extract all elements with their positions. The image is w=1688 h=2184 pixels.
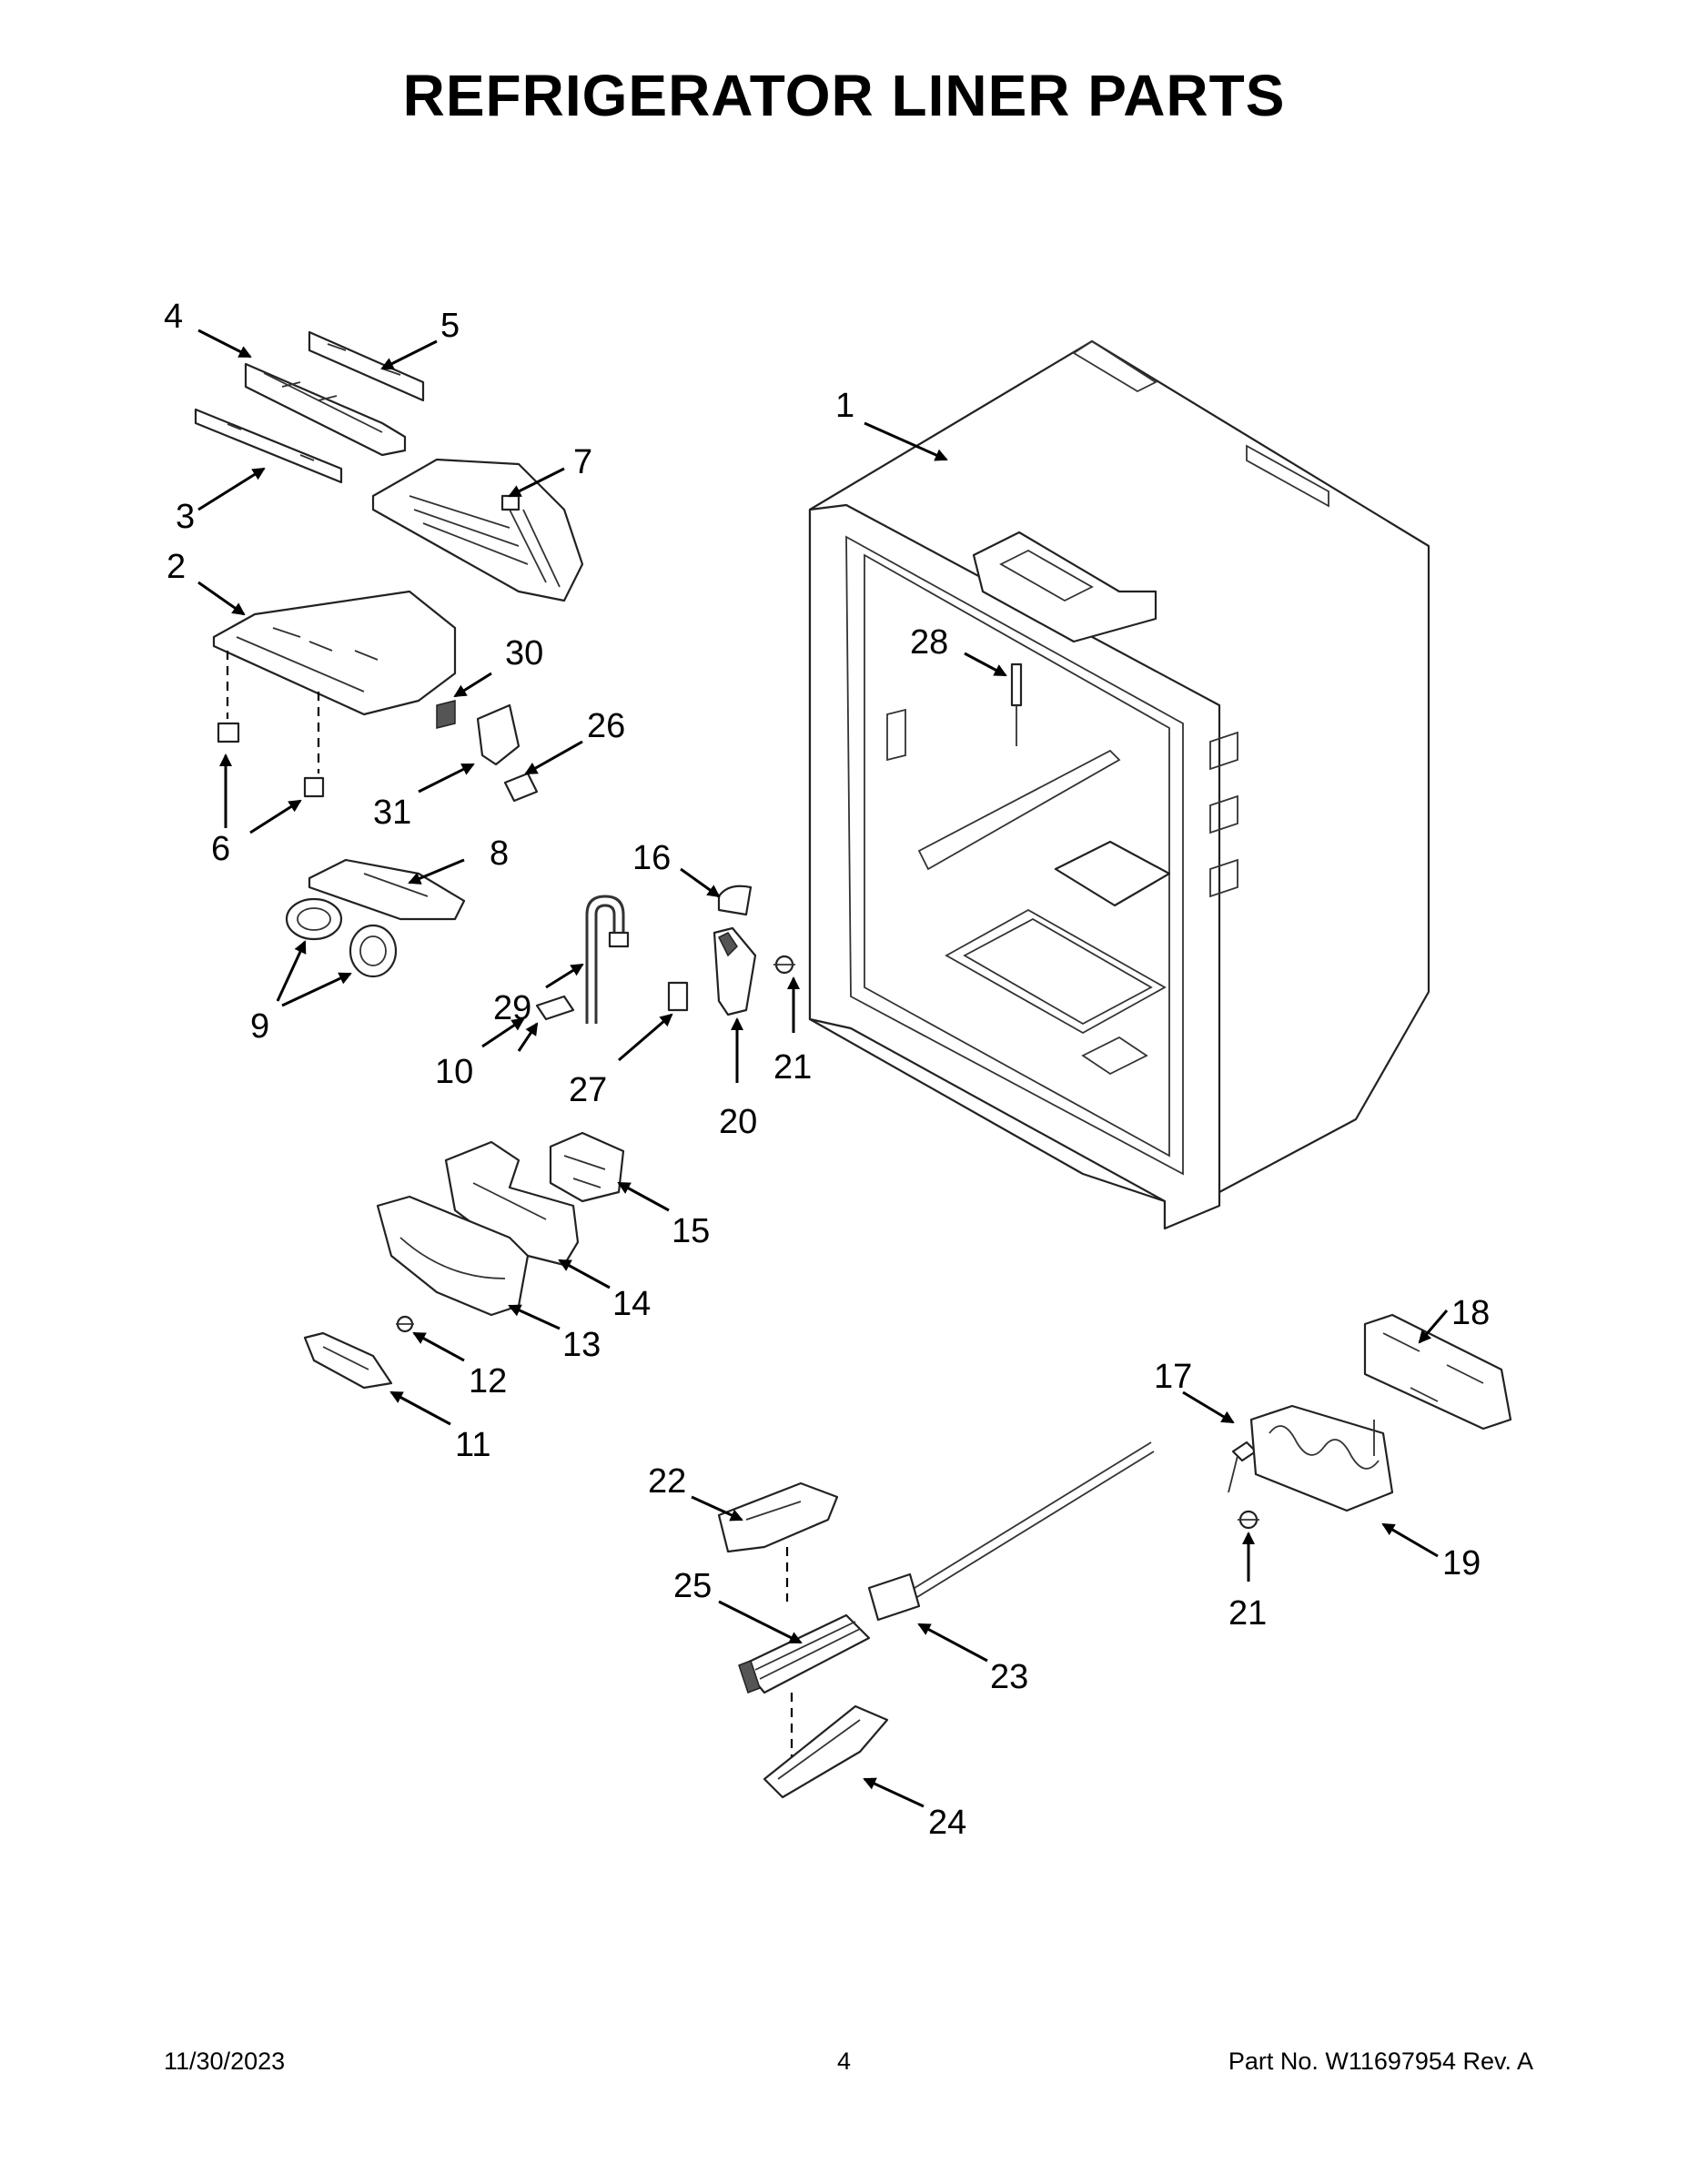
callout-1: 1 [835,387,854,425]
callout-22: 22 [648,1462,686,1501]
callout-12: 12 [469,1362,507,1400]
page-title: REFRIGERATOR LINER PARTS [402,63,1286,128]
part-10-clip [535,995,575,1021]
part-30-switch [436,700,456,729]
callout-29: 29 [493,989,531,1027]
callout-10: 10 [435,1053,473,1091]
part-22-filter-head-mount [717,1481,839,1602]
callout-20: 20 [719,1103,757,1141]
callout-24: 24 [928,1804,966,1842]
part-9-rollers [285,897,398,978]
callout-21-upper: 21 [773,1048,812,1087]
callout-23: 23 [990,1658,1028,1696]
callout-30: 30 [505,634,543,672]
part-17-fitting [1228,1441,1258,1493]
part-7-vent-grille [371,458,584,602]
part-1-liner [808,339,1430,1230]
footer-part-number: Part No. W11697954 Rev. A [1228,2048,1533,2075]
callout-8: 8 [490,834,509,873]
callout-27: 27 [569,1071,607,1109]
part-20-housing [713,926,757,1016]
part-18-bracket [1363,1313,1512,1431]
callout-9: 9 [250,1007,269,1046]
callout-11: 11 [455,1426,490,1464]
part-11-trim [303,1331,393,1390]
callout-31: 31 [373,794,411,832]
part-26-clip [503,772,539,803]
part-31-bracket [476,703,521,766]
callout-17: 17 [1154,1358,1192,1396]
part-16-cap [717,885,753,916]
part-24-filter-cover [763,1704,889,1799]
callout-21-lower: 21 [1228,1594,1267,1633]
callout-7: 7 [573,443,592,481]
footer-page-number: 4 [836,2048,852,2075]
callout-5: 5 [440,307,460,345]
part-12-screw [396,1315,414,1333]
callout-2: 2 [167,548,186,586]
callout-19: 19 [1442,1544,1481,1582]
part-2-cover [212,590,457,774]
part-19-water-reservoir [1249,1404,1394,1512]
callout-numbers: 1 2 3 4 5 6 7 8 9 10 11 12 13 14 15 16 1… [164,298,1490,1842]
callout-18: 18 [1451,1294,1490,1332]
part-4-control-housing [244,362,407,457]
callout-14: 14 [612,1285,651,1323]
part-29-water-tube [585,895,630,1024]
part-5-control-board [308,330,425,402]
callout-6: 6 [211,830,230,868]
part-8-rail [308,858,466,921]
callout-28: 28 [910,623,948,662]
footer-date: 11/30/2023 [164,2048,286,2075]
part-15-dispenser-module [549,1131,625,1203]
part-6-clips [217,722,325,798]
callout-16: 16 [632,839,671,877]
callout-26: 26 [587,707,625,745]
part-27-clip [667,981,689,1012]
callout-13: 13 [562,1326,601,1364]
callout-4: 4 [164,298,183,336]
part-25-water-filter [738,1613,871,1765]
callout-3: 3 [176,498,195,536]
leader-lines [197,329,1449,1808]
callout-15: 15 [672,1212,710,1250]
part-23-filter-head [867,1441,1155,1622]
part-28-sensor [1010,662,1023,746]
part-3-overlay [194,408,343,484]
part-21-screw-lower [1238,1510,1259,1530]
part-21-screw-upper [773,955,795,975]
callout-25: 25 [673,1567,712,1605]
